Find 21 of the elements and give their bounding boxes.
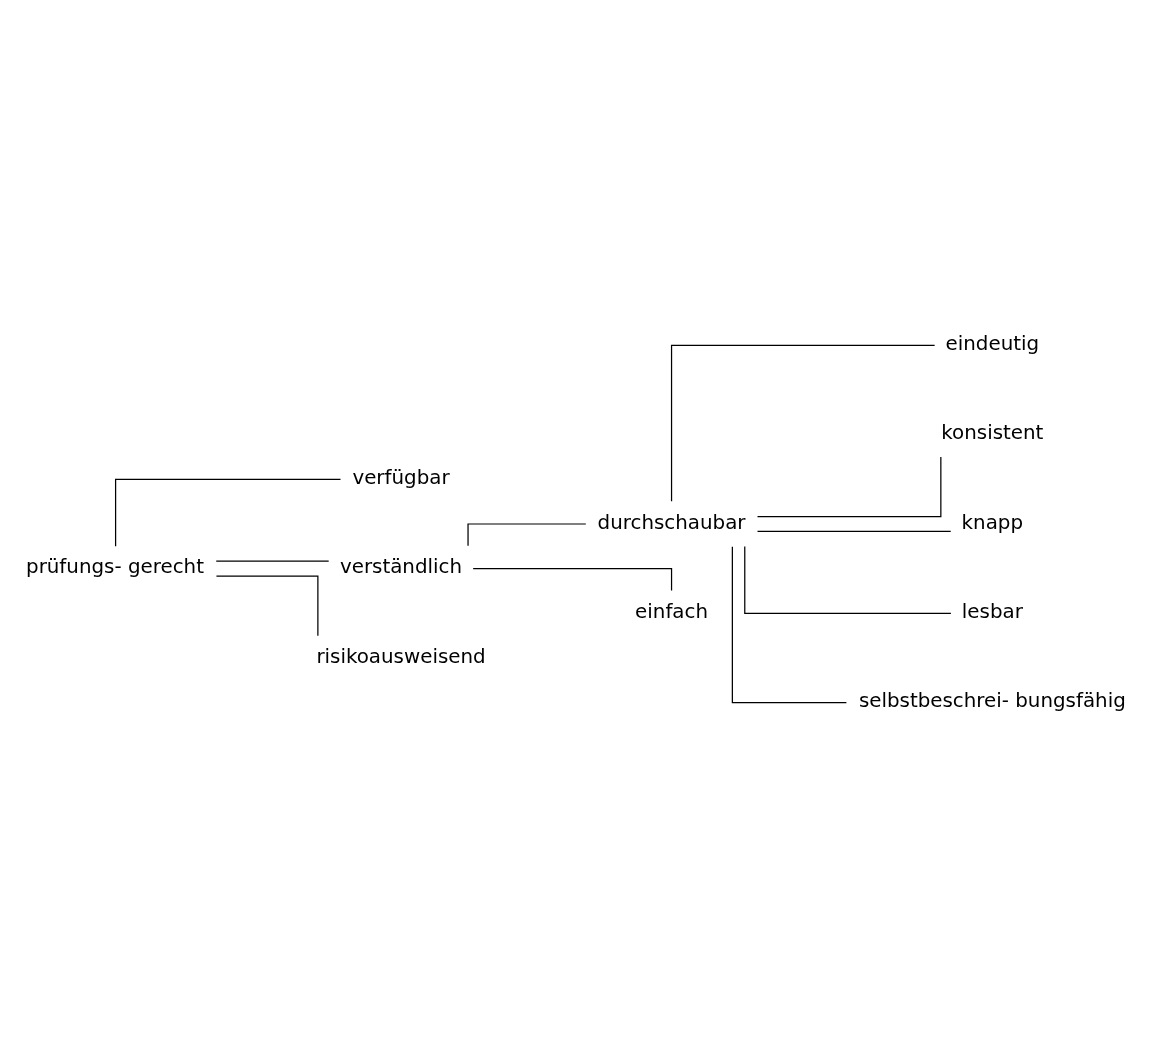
connector [114,478,342,547]
node-text: selbstbeschrei- bungsfähig [858,688,1126,712]
node-text: prüfungs- gerecht [26,554,204,578]
node-text: verständlich [339,554,463,578]
connector [215,575,319,636]
connector [756,455,942,517]
connector [744,545,952,614]
connector [472,567,673,591]
node-text: konsistent [941,420,1044,444]
connector [731,545,847,703]
node-text: knapp [961,510,1024,534]
connector [215,560,330,562]
connector [467,522,587,546]
connector [670,344,936,502]
node-text: einfach [635,599,709,623]
connector [756,530,952,532]
node-text: durchschaubar [597,510,746,534]
node-text: lesbar [961,599,1023,623]
node-text: eindeutig [945,331,1040,355]
node-text: verfügbar [352,465,450,489]
node-text: risikoausweisend [316,644,486,668]
